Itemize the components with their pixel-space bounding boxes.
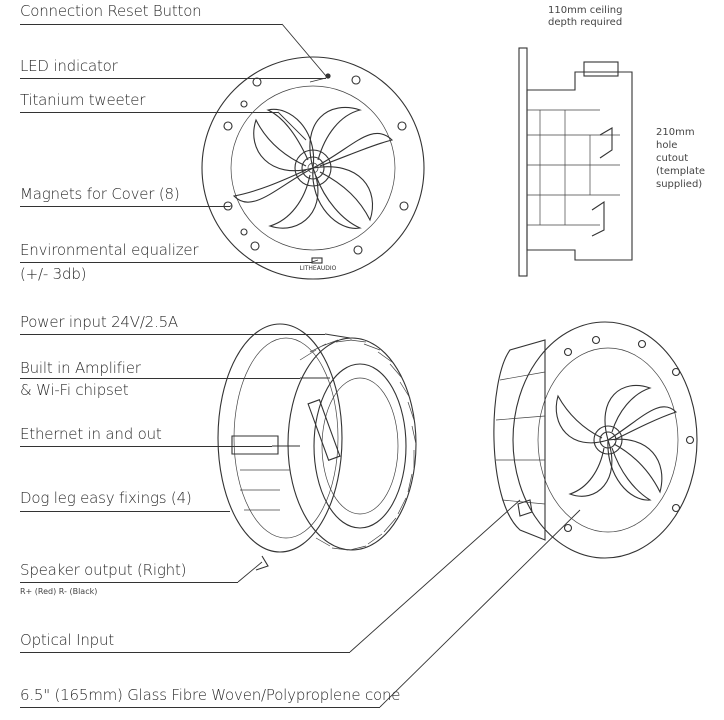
tweeter-center [307, 162, 319, 174]
label-underline [20, 378, 300, 379]
label-titanium-tweeter: Titanium tweeter [20, 91, 146, 109]
front-body [493, 339, 546, 541]
equalizer-switch [311, 257, 323, 264]
optical-input-port [517, 499, 533, 517]
label-cone: 6.5" (165mm) Glass Fibre Woven/Polypropl… [20, 686, 401, 704]
leader-equalizer [311, 259, 319, 263]
front-tweeter-dome [599, 431, 617, 449]
side-details [527, 109, 620, 226]
speaker-output-terminal [255, 555, 269, 571]
leader-power [324, 333, 351, 339]
label-led-indicator: LED indicator [20, 57, 118, 75]
rear-bezel-inner [233, 337, 339, 539]
ethernet-ports [231, 435, 279, 455]
leader-speaker-output [237, 561, 263, 583]
side-ribs [539, 110, 591, 225]
label-speaker-polarity: R+ (Red) R- (Black) [20, 587, 98, 596]
rear-bezel [217, 323, 343, 553]
side-body [526, 71, 633, 261]
label-underline [20, 24, 282, 25]
note-depth-line2: depth required [548, 17, 623, 28]
brand-logo: LITHEAUDIO [300, 265, 337, 272]
heatsink-fins [299, 339, 417, 551]
rear-amplifier-face [321, 377, 399, 515]
label-underline [20, 446, 272, 447]
label-ethernet: Ethernet in and out [20, 425, 162, 443]
label-speaker-output: Speaker output (Right) [20, 561, 187, 579]
label-underline [20, 78, 326, 79]
label-underline [20, 652, 350, 653]
label-underline [20, 582, 238, 583]
note-hole-line5: supplied) [656, 179, 703, 190]
front-grille-ring [537, 347, 679, 533]
label-built-in-amplifier: Built in Amplifier [20, 359, 141, 377]
speaker-side-view [518, 47, 633, 277]
label-power-input: Power input 24V/2.5A [20, 313, 178, 331]
label-underline [20, 511, 230, 512]
front-swirl-blades [555, 384, 678, 501]
side-flange [518, 47, 528, 277]
rear-amplifier-housing [313, 363, 407, 529]
label-underline [20, 707, 380, 708]
leader-led [309, 77, 327, 83]
leader-tweeter [277, 111, 307, 141]
swirl-blades [232, 106, 394, 229]
note-hole-line2: hole [656, 140, 678, 151]
tweeter-surround [294, 149, 332, 187]
side-top-box [583, 61, 619, 77]
rear-heatsink-outer [287, 337, 417, 551]
label-environmental-equalizer: Environmental equalizer [20, 241, 199, 259]
label-underline [20, 334, 325, 335]
front-body-ribs [495, 371, 546, 505]
label-optical-input: Optical Input [20, 631, 114, 649]
note-hole-line1: 210mm [656, 127, 695, 138]
brand-plate [307, 399, 341, 461]
speaker-front-view: LITHEAUDIO [201, 56, 425, 280]
outer-bezel [201, 56, 425, 280]
front-magnets [563, 335, 695, 533]
label-underline [20, 206, 230, 207]
label-underline [20, 262, 312, 263]
front-bezel [512, 321, 698, 559]
label-underline [20, 112, 278, 113]
note-depth-line1: 110mm ceiling [548, 5, 623, 16]
label-connection-reset-button: Connection Reset Button [20, 2, 202, 20]
led-indicator-dot [325, 73, 331, 79]
leader-reset [281, 23, 327, 77]
side-dogleg-upper [599, 127, 613, 159]
label-equalizer-range: (+/- 3db) [20, 265, 87, 283]
tweeter-dome [301, 156, 325, 180]
speaker-front-angled-view [493, 321, 698, 559]
label-magnets-for-cover: Magnets for Cover (8) [20, 185, 180, 203]
note-hole-line4: (template [656, 166, 706, 177]
front-tweeter-surround [593, 425, 623, 455]
rear-wiring [240, 469, 290, 511]
leader-optical [349, 499, 521, 653]
speaker-rear-angled-view [217, 323, 417, 571]
label-wifi-chipset: & Wi-Fi chipset [20, 381, 129, 399]
leader-cone [379, 509, 581, 708]
inner-grille-ring [230, 85, 396, 251]
side-dogleg-lower [591, 200, 605, 237]
leader-lines [230, 23, 581, 708]
note-hole-line3: cutout [656, 153, 689, 164]
label-dog-leg-fixings: Dog leg easy fixings (4) [20, 489, 192, 507]
cover-magnets [223, 75, 409, 255]
